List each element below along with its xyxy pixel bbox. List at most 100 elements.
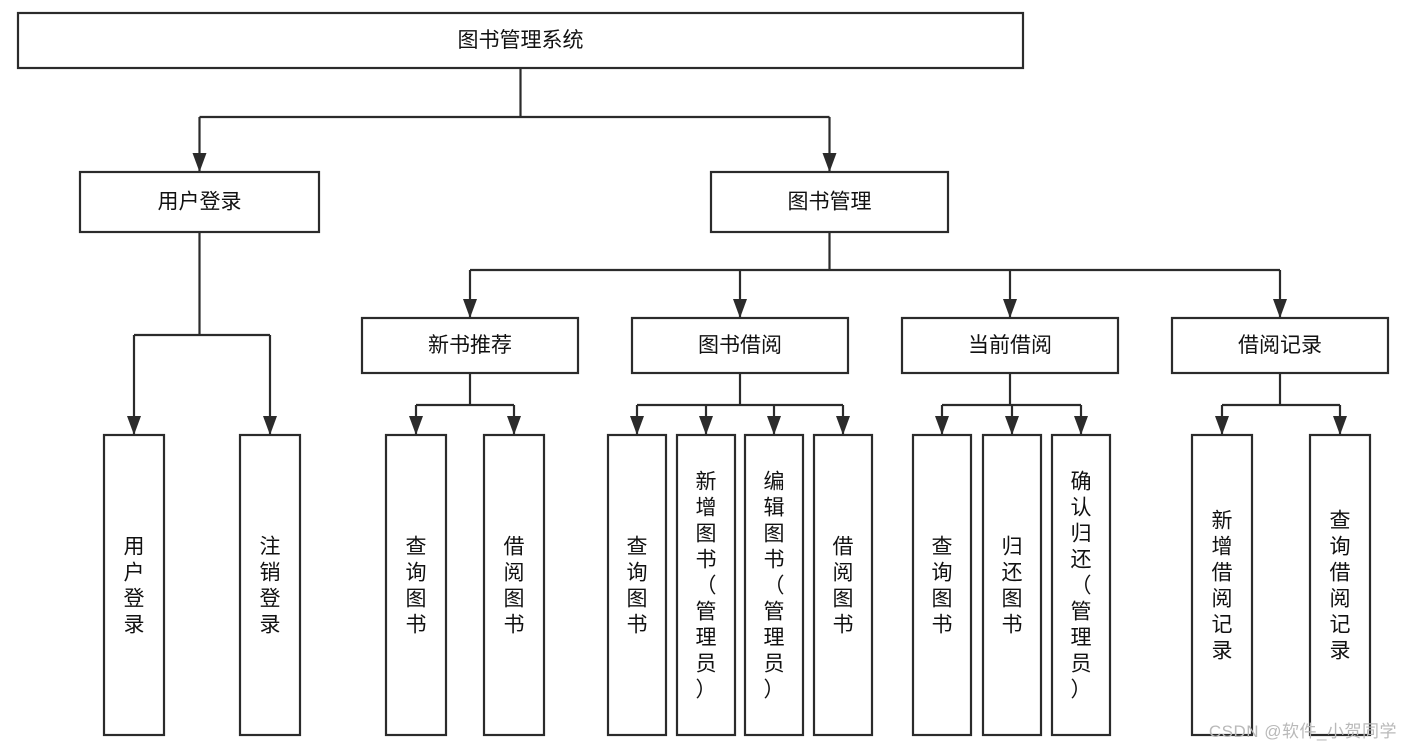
arrow-head-icon xyxy=(263,416,277,435)
node-label: 当前借阅 xyxy=(968,334,1052,357)
arrow-head-icon xyxy=(1005,416,1019,435)
node-label-char: 借 xyxy=(1212,561,1233,584)
node-box[interactable] xyxy=(675,433,737,737)
node-box[interactable] xyxy=(482,433,546,737)
arrow-head-icon xyxy=(767,416,781,435)
node-label-char: 认 xyxy=(1071,496,1092,519)
node-label-char: 书 xyxy=(932,613,953,636)
node-box[interactable] xyxy=(981,433,1043,737)
node-label-char: ） xyxy=(764,678,785,701)
node-label-char: 查 xyxy=(1330,509,1351,532)
node-box[interactable] xyxy=(900,316,1120,375)
arrow-head-icon xyxy=(1074,416,1088,435)
node-label-char: 借 xyxy=(504,535,525,558)
node-label: 新书推荐 xyxy=(428,334,512,357)
node-box[interactable] xyxy=(606,433,668,737)
node-label-char: 借 xyxy=(1330,561,1351,584)
node-book-manage[interactable]: 图书管理 xyxy=(709,170,950,234)
node-label-char: 阅 xyxy=(833,561,854,584)
node-label-char: 书 xyxy=(406,613,427,636)
arrow-head-icon xyxy=(1003,299,1017,318)
arrow-head-icon xyxy=(630,416,644,435)
node-borrow-record[interactable]: 借阅记录 xyxy=(1170,316,1390,375)
node-label-char: 图 xyxy=(932,587,953,610)
arrow-head-icon xyxy=(1273,299,1287,318)
node-label-char: 户 xyxy=(124,561,145,584)
node-label: 图书管理 xyxy=(788,191,872,214)
node-box[interactable] xyxy=(1190,433,1254,737)
node-label-char: （ xyxy=(764,574,785,597)
node-label-char: 辑 xyxy=(764,496,785,519)
node-label-char: 图 xyxy=(1002,587,1023,610)
node-label-char: 还 xyxy=(1002,561,1023,584)
node-label-char: 增 xyxy=(1212,535,1233,558)
arrow-head-icon xyxy=(463,299,477,318)
node-label-char: 归 xyxy=(1071,522,1092,545)
node-box[interactable] xyxy=(1170,316,1390,375)
arrow-head-icon xyxy=(1215,416,1229,435)
node-label-char: 录 xyxy=(1330,639,1351,662)
arrow-head-icon xyxy=(699,416,713,435)
node-user-login[interactable]: 用户登录 xyxy=(78,170,321,234)
node-label-char: 还 xyxy=(1071,548,1092,571)
node-book-borrow[interactable]: 图书借阅 xyxy=(630,316,850,375)
arrow-head-icon xyxy=(836,416,850,435)
node-new-book-rec[interactable]: 新书推荐 xyxy=(360,316,580,375)
node-label-char: 管 xyxy=(1071,600,1092,623)
node-label-char: 询 xyxy=(932,561,953,584)
node-label: 图书管理系统 xyxy=(458,29,584,52)
node-box[interactable] xyxy=(360,316,580,375)
arrow-head-icon xyxy=(507,416,521,435)
node-leaf-user-login[interactable]: 用户登录 xyxy=(102,433,166,737)
arrow-head-icon xyxy=(127,416,141,435)
node-label-char: 录 xyxy=(1212,639,1233,662)
node-label-char: 归 xyxy=(1002,535,1023,558)
node-box[interactable] xyxy=(102,433,166,737)
node-label-char: 理 xyxy=(1071,626,1092,649)
node-box[interactable] xyxy=(384,433,448,737)
node-label-char: 查 xyxy=(932,535,953,558)
node-label-char: 理 xyxy=(764,626,785,649)
node-box[interactable] xyxy=(238,433,302,737)
node-box[interactable] xyxy=(812,433,874,737)
node-box[interactable] xyxy=(630,316,850,375)
node-label-char: 记 xyxy=(1330,613,1351,636)
node-root[interactable]: 图书管理系统 xyxy=(16,11,1025,70)
node-box[interactable] xyxy=(709,170,950,234)
connectors-layer xyxy=(127,68,1347,435)
node-box[interactable] xyxy=(1308,433,1372,737)
node-label-char: 销 xyxy=(260,561,281,584)
node-box[interactable] xyxy=(1050,433,1112,737)
node-label-char: 记 xyxy=(1212,613,1233,636)
arrow-head-icon xyxy=(192,153,207,172)
node-label-char: 用 xyxy=(124,535,145,558)
node-label-char: 员 xyxy=(1071,652,1092,675)
node-label-char: 录 xyxy=(124,613,145,636)
node-label-char: 增 xyxy=(696,496,717,519)
node-label-char: 图 xyxy=(833,587,854,610)
node-box[interactable] xyxy=(16,11,1025,70)
node-label-char: 图 xyxy=(627,587,648,610)
node-label: 借阅记录 xyxy=(1238,334,1322,357)
node-box[interactable] xyxy=(78,170,321,234)
node-label-char: 登 xyxy=(124,587,145,610)
node-label-char: 员 xyxy=(696,652,717,675)
node-box[interactable] xyxy=(743,433,805,737)
node-current-borrow[interactable]: 当前借阅 xyxy=(900,316,1120,375)
node-label-char: （ xyxy=(696,574,717,597)
node-box[interactable] xyxy=(911,433,973,737)
